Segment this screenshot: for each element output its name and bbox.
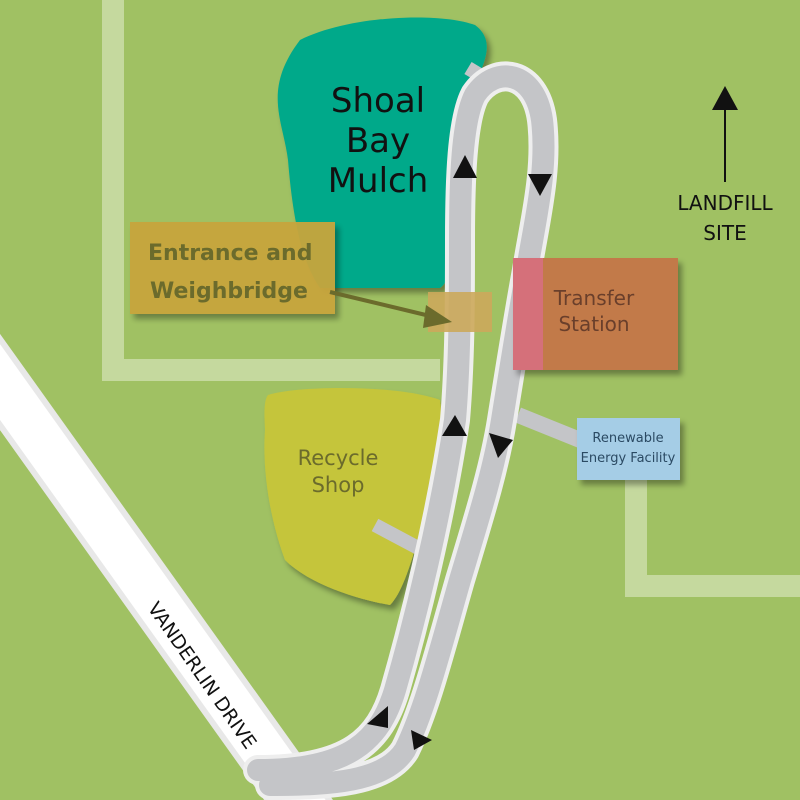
renewable-label-2: Energy Facility	[581, 451, 676, 466]
renewable-energy-box	[577, 418, 680, 480]
left-boundary-path	[102, 0, 440, 381]
landfill-label-2: SITE	[703, 221, 746, 245]
vanderlin-drive-road	[0, 333, 333, 800]
recycle-shop-area	[264, 388, 441, 605]
shoal-bay-label-3: Mulch	[328, 161, 429, 201]
transfer-station-label-1: Transfer	[553, 286, 635, 310]
renewable-connector	[515, 407, 583, 448]
shoal-bay-mulch-area	[277, 17, 487, 289]
shoal-bay-label-2: Bay	[346, 121, 410, 161]
right-boundary-path	[625, 472, 800, 597]
transfer-station-label-2: Station	[558, 312, 629, 336]
north-arrow-icon	[712, 86, 738, 110]
transfer-station-overlap	[513, 258, 543, 370]
arrow-right-bottom	[411, 730, 432, 750]
boundary-paths	[102, 0, 800, 597]
arrow-up-mid-left	[442, 415, 467, 436]
renewable-label-1: Renewable	[592, 431, 663, 446]
entrance-label-2: Weighbridge	[150, 279, 308, 304]
arrow-down-mid-right	[489, 433, 513, 458]
shoal-bay-label-1: Shoal	[331, 81, 425, 121]
entrance-label-1: Entrance and	[148, 241, 312, 266]
recycle-shop-label-1: Recycle	[298, 446, 379, 470]
arrow-down-top-right	[528, 174, 552, 196]
entrance-pointer	[329, 290, 452, 328]
weighbridge-marker	[428, 292, 492, 332]
recycle-shop-label-2: Shop	[312, 473, 365, 497]
arrow-up-bottom-left	[367, 706, 388, 728]
arrow-up-top-left	[453, 155, 477, 178]
entrance-label-box	[130, 222, 335, 314]
landfill-arrow	[712, 86, 738, 182]
loop-road	[243, 61, 559, 800]
landfill-label-1: LANDFILL	[677, 191, 773, 215]
recycle-connector	[371, 518, 426, 557]
direction-arrows	[367, 155, 552, 750]
